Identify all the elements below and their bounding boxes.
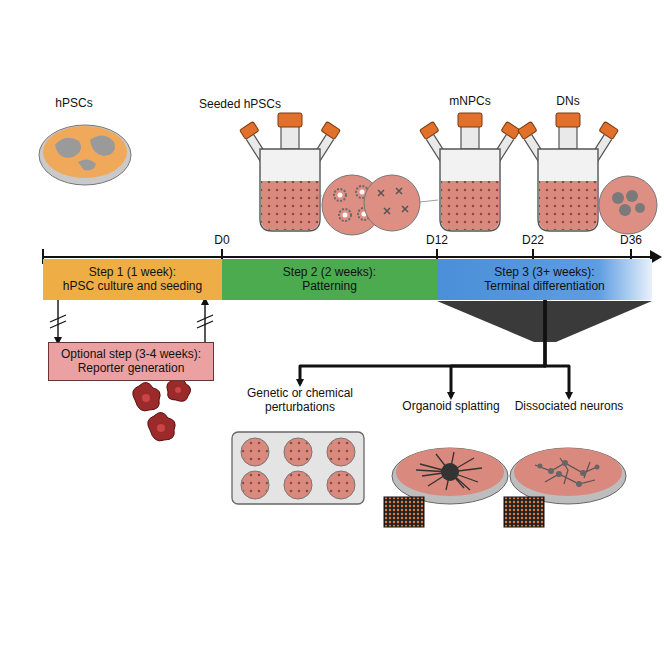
node-text: Reporter generation bbox=[53, 361, 209, 375]
application-label: Organoid splatting bbox=[395, 397, 507, 415]
connector-arrow bbox=[204, 300, 205, 342]
node-text: Patterning bbox=[226, 279, 433, 293]
step-band: Step 1 (1 week):hPSC culture and seeding bbox=[43, 259, 222, 300]
connector-arrow bbox=[545, 300, 569, 397]
step-band: Step 3 (3+ weeks):Terminal differentiati… bbox=[437, 259, 652, 300]
node-text: Organoid splatting bbox=[399, 399, 503, 413]
node-text: Step 2 (2 weeks): bbox=[226, 265, 433, 279]
connector-arrow bbox=[300, 300, 545, 384]
day-label: D22 bbox=[522, 233, 544, 247]
day-label: D0 bbox=[214, 233, 229, 247]
day-label: D36 bbox=[620, 233, 642, 247]
application-label: Genetic or chemical perturbations bbox=[236, 384, 364, 416]
node-text: Step 1 (1 week): bbox=[47, 265, 218, 279]
stage-label: hPSCs bbox=[55, 96, 92, 110]
stage-label: mNPCs bbox=[449, 94, 490, 108]
node-text: Step 3 (3+ weeks): bbox=[441, 265, 648, 279]
connector-arrow bbox=[451, 300, 545, 397]
stage-label: DNs bbox=[556, 94, 579, 108]
node-text: Dissociated neurons bbox=[512, 399, 626, 413]
node-text: Genetic or chemical perturbations bbox=[240, 386, 360, 414]
node-text: hPSC culture and seeding bbox=[47, 279, 218, 293]
node-text: Optional step (3-4 weeks): bbox=[53, 347, 209, 361]
step-band: Step 2 (2 weeks):Patterning bbox=[222, 259, 437, 300]
application-label: Dissociated neurons bbox=[508, 397, 630, 415]
optional-step-box: Optional step (3-4 weeks):Reporter gener… bbox=[48, 342, 214, 381]
stage-label: Seeded hPSCs bbox=[199, 97, 281, 111]
connector-arrow bbox=[57, 300, 58, 342]
node-text: Terminal differentiation bbox=[441, 279, 648, 293]
day-label: D12 bbox=[426, 233, 448, 247]
